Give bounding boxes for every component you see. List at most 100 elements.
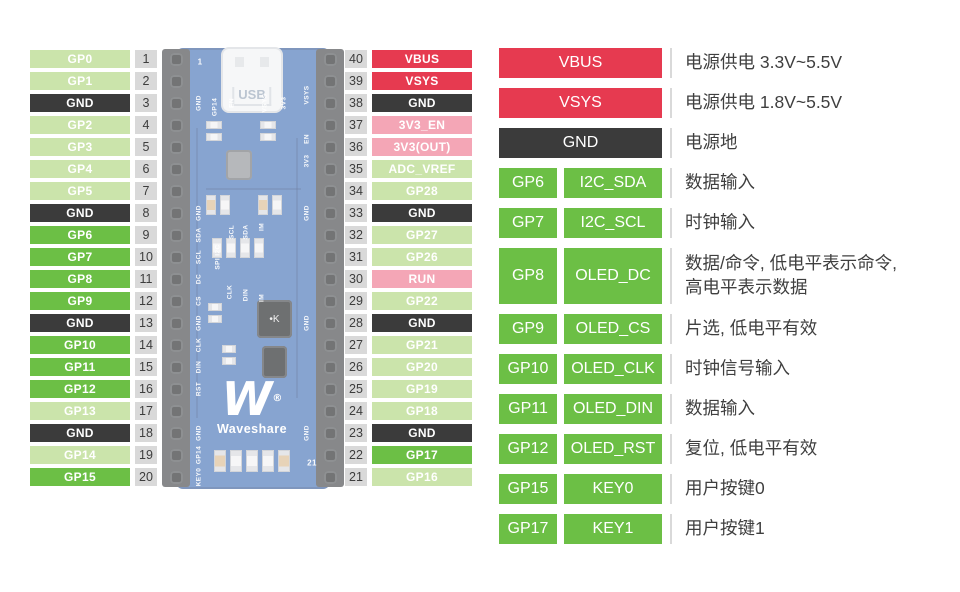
legend-pin-box: GP15 [499, 474, 557, 504]
legend-func-box: I2C_SCL [564, 208, 662, 238]
silkscreen-label: 3V3 [303, 154, 311, 168]
pin-label: GP12 [30, 380, 130, 398]
pin-number: 15 [135, 358, 157, 376]
pin-label: GP18 [372, 402, 472, 420]
pin-number: 10 [135, 248, 157, 266]
legend-func-box: OLED_DIN [564, 394, 662, 424]
pin-hole [323, 273, 337, 286]
pin-label: GND [372, 424, 472, 442]
pcb-trace [206, 188, 301, 190]
pin-hole [169, 295, 183, 308]
pin-header-left [162, 49, 190, 487]
silkscreen-label: SPI I2C [214, 244, 222, 270]
legend-description: 用户按键1 [670, 514, 765, 544]
smd-component [206, 121, 222, 129]
pin-hole [323, 361, 337, 374]
legend-pin-box: GP7 [499, 208, 557, 238]
pin-label: RUN [372, 270, 472, 288]
legend-description: 复位, 低电平有效 [670, 434, 817, 464]
pin-label: GP26 [372, 248, 472, 266]
smd-component [230, 450, 242, 472]
silkscreen-label: CS [195, 296, 203, 306]
legend-pin-box: GP9 [499, 314, 557, 344]
pin-hole [169, 361, 183, 374]
pin-hole [323, 229, 337, 242]
legend-pin-box: VSYS [499, 88, 662, 118]
pin-number: 21 [345, 468, 367, 486]
pin-hole [323, 449, 337, 462]
pin-hole [323, 317, 337, 330]
pin-label: GND [30, 204, 130, 222]
pin-hole [323, 383, 337, 396]
pin-label: GP15 [30, 468, 130, 486]
brand-name: Waveshare [216, 422, 288, 436]
pin-hole [323, 163, 337, 176]
pin-label: GP22 [372, 292, 472, 310]
legend-func-box: OLED_CS [564, 314, 662, 344]
pin-number: 39 [345, 72, 367, 90]
ic-chip-small [262, 346, 287, 378]
pin-number: 18 [135, 424, 157, 442]
pin-number: 20 [135, 468, 157, 486]
pin-hole [323, 339, 337, 352]
pin-number: 12 [135, 292, 157, 310]
silkscreen-label: EN [303, 134, 311, 144]
smd-component [240, 238, 250, 258]
silkscreen-label: KEY0 [195, 467, 203, 487]
silkscreen-label: VSYS [261, 93, 269, 113]
pin-label: GND [372, 94, 472, 112]
pin-number: 35 [345, 160, 367, 178]
pin-hole [323, 97, 337, 110]
legend-description: 时钟输入 [670, 208, 755, 238]
silkscreen-label: CLK [226, 284, 234, 300]
silkscreen-label: GND [303, 205, 311, 221]
pin-number: 33 [345, 204, 367, 222]
pcb-trace [296, 138, 298, 398]
pin-number: 17 [135, 402, 157, 420]
smd-component [222, 357, 236, 365]
pin-hole [169, 119, 183, 132]
pin-number: 28 [345, 314, 367, 332]
pin-label: GP4 [30, 160, 130, 178]
pin-number: 4 [135, 116, 157, 134]
legend-description: 数据/命令, 低电平表示命令, 高电平表示数据 [670, 248, 897, 304]
smd-component [214, 450, 226, 472]
pin-label: GP7 [30, 248, 130, 266]
pin-hole [323, 119, 337, 132]
legend-func-box: OLED_RST [564, 434, 662, 464]
legend-description: 数据输入 [670, 394, 755, 424]
pcb-trace [196, 128, 198, 418]
legend-description: 时钟信号输入 [670, 354, 790, 384]
smd-component [260, 121, 276, 129]
pin-label: GP1 [30, 72, 130, 90]
pin-hole [323, 427, 337, 440]
smd-component [272, 195, 282, 215]
silkscreen-label: IM [258, 293, 266, 303]
pin-hole [169, 97, 183, 110]
usb-connector: USB [221, 47, 283, 113]
pin-label: GP19 [372, 380, 472, 398]
